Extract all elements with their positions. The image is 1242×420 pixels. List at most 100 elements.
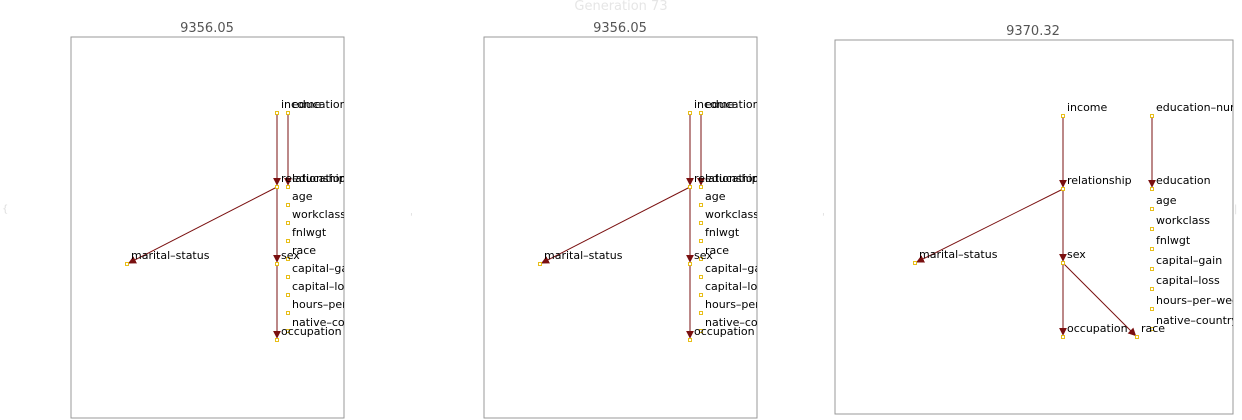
panel-score: 9356.05 <box>593 21 647 36</box>
panel-frame <box>70 36 345 419</box>
node-marker-marital-status <box>913 261 917 265</box>
node-label-education-num: education–num <box>1156 101 1241 114</box>
node-marker-hours-per-week <box>1150 307 1154 311</box>
node-label-fnlwgt: fnlwgt <box>292 226 327 239</box>
faint-mark-mid-2: ' <box>822 212 825 223</box>
node-marker-age <box>699 203 703 207</box>
node-label-education: education <box>292 172 347 185</box>
node-label-income: income <box>281 98 322 111</box>
node-marker-capital-loss <box>1150 287 1154 291</box>
node-label-hours-per-week: hours–per–week <box>292 298 382 311</box>
node-marker-education <box>1150 187 1154 191</box>
node-marker-workclass <box>286 221 290 225</box>
node-label-education-num: education <box>292 98 347 111</box>
node-marker-fnlwgt <box>1150 247 1154 251</box>
node-label-race: race <box>1141 322 1165 335</box>
edge-sex-to-race <box>1062 262 1137 337</box>
node-label-native-country: native–country <box>705 316 787 329</box>
node-label-relationship: relationship <box>281 172 346 185</box>
node-label-sex: sex <box>694 249 713 262</box>
node-marker-hours-per-week <box>286 311 290 315</box>
node-label-marital-status: marital–status <box>131 249 210 262</box>
node-label-relationship: relationship <box>694 172 759 185</box>
panel-frame <box>483 36 758 419</box>
node-marker-sex <box>1061 261 1065 265</box>
faint-mark-mid-1: ' <box>410 212 413 223</box>
node-label-workclass: workclass <box>292 208 346 221</box>
node-label-education-num: education <box>705 98 760 111</box>
node-marker-income <box>688 111 692 115</box>
node-marker-relationship <box>688 185 692 189</box>
node-label-capital-loss: capital–loss <box>705 280 769 293</box>
node-label-marital-status: marital–status <box>919 248 998 261</box>
node-label-marital-status: marital–status <box>544 249 623 262</box>
panel-score: 9370.32 <box>1006 24 1060 39</box>
node-label-fnlwgt: fnlwgt <box>705 226 740 239</box>
node-marker-native-country <box>1150 327 1154 331</box>
node-label-age: age <box>1156 194 1177 207</box>
node-label-age: age <box>292 190 313 203</box>
node-marker-capital-gain <box>699 275 703 279</box>
node-label-native-country: native–country <box>292 316 374 329</box>
node-marker-native-country <box>286 329 290 333</box>
edge-relationship-to-marital-status <box>916 188 1064 263</box>
node-label-sex: sex <box>1067 248 1086 261</box>
node-label-workclass: workclass <box>1156 214 1210 227</box>
node-label-capital-gain: capital–gain <box>1156 254 1222 267</box>
node-marker-age <box>1150 207 1154 211</box>
faint-mark-left: { <box>2 204 9 215</box>
node-marker-education-num <box>286 111 290 115</box>
network-panel-2: 9356.05incomeeducationrelationshipeducat… <box>483 21 795 419</box>
node-label-age: age <box>705 190 726 203</box>
node-marker-relationship <box>1061 187 1065 191</box>
node-label-sex: sex <box>281 249 300 262</box>
node-label-capital-loss: capital–loss <box>292 280 356 293</box>
node-marker-occupation <box>1061 335 1065 339</box>
node-label-capital-loss: capital–loss <box>1156 274 1220 287</box>
node-label-capital-gain: capital–gain <box>292 262 358 275</box>
node-label-education: education <box>705 172 760 185</box>
node-marker-education <box>699 185 703 189</box>
node-marker-capital-loss <box>286 293 290 297</box>
node-marker-race <box>699 257 703 261</box>
node-marker-sex <box>275 262 279 266</box>
node-marker-age <box>286 203 290 207</box>
panel-frame <box>834 39 1234 415</box>
node-marker-occupation <box>688 338 692 342</box>
node-label-education: education <box>1156 174 1211 187</box>
node-marker-income <box>1061 114 1065 118</box>
network-panel-3: 9370.32 income education–num relationship ed… <box>834 24 1242 415</box>
node-label-race: race <box>705 244 729 257</box>
node-label-capital-gain: capital–gain <box>705 262 771 275</box>
node-marker-fnlwgt <box>286 239 290 243</box>
generation-title: Generation 73 <box>574 0 668 14</box>
node-label-relationship: relationship <box>1067 174 1132 187</box>
node-marker-marital-status <box>538 262 542 266</box>
node-marker-relationship <box>275 185 279 189</box>
node-marker-workclass <box>699 221 703 225</box>
edge-relationship-to-marital-status <box>128 186 278 264</box>
faint-mark-right: | <box>1234 204 1238 215</box>
node-marker-occupation <box>275 338 279 342</box>
network-panel-1: 9356.05incomeeducationrelationshipeducat… <box>70 21 382 419</box>
node-label-fnlwgt: fnlwgt <box>1156 234 1191 247</box>
node-marker-fnlwgt <box>699 239 703 243</box>
node-marker-capital-gain <box>1150 267 1154 271</box>
node-marker-capital-loss <box>699 293 703 297</box>
node-marker-education-num <box>1150 114 1154 118</box>
node-label-occupation: occupation <box>1067 322 1128 335</box>
node-marker-sex <box>688 262 692 266</box>
node-label-native-country: native–country <box>1156 314 1238 327</box>
node-label-race: race <box>292 244 316 257</box>
panel-score: 9356.05 <box>180 21 234 36</box>
node-label-workclass: workclass <box>705 208 759 221</box>
edge-relationship-to-marital-status <box>541 186 691 264</box>
node-label-hours-per-week: hours–per–week <box>705 298 795 311</box>
node-label-income: income <box>1067 101 1108 114</box>
node-marker-income <box>275 111 279 115</box>
node-marker-native-country <box>699 329 703 333</box>
node-label-hours-per-week: hours–per–week <box>1156 294 1242 307</box>
node-label-income: income <box>694 98 735 111</box>
node-label-occupation: occupation <box>281 325 342 338</box>
